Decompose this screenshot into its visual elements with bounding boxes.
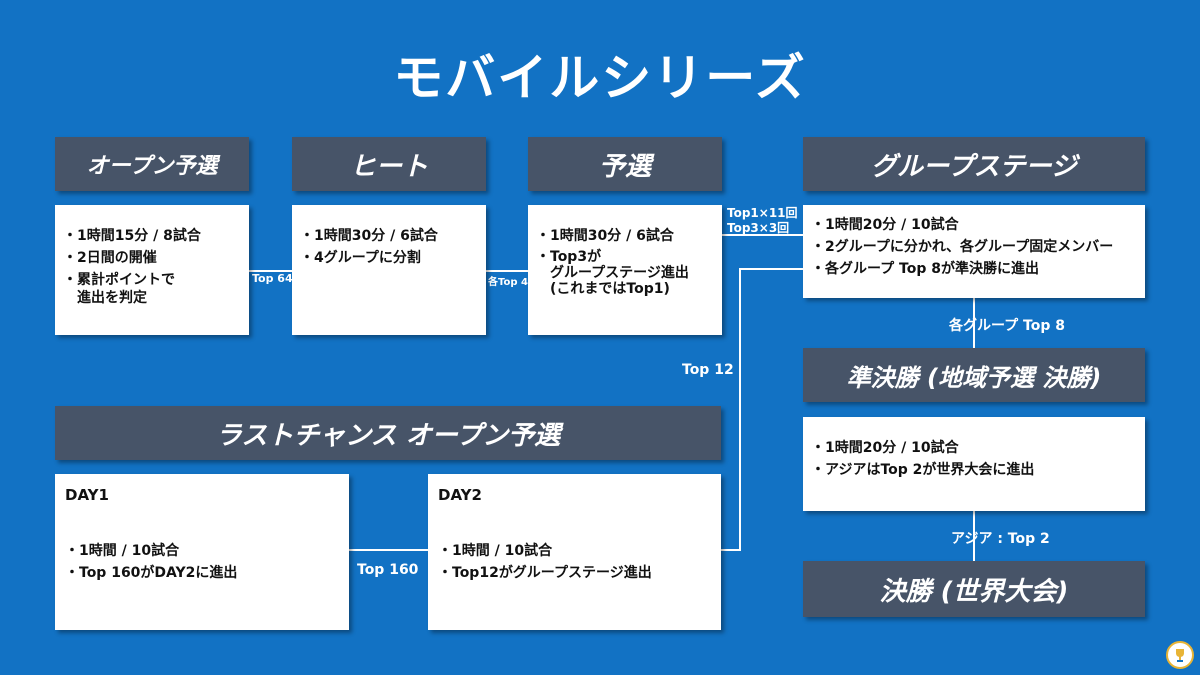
heat-box: 1時間30分 / 6試合 4グループに分割 (292, 205, 486, 335)
open-qualifier-header: オープン予選 (55, 137, 249, 191)
group-stage-box: 1時間20分 / 10試合 2グループに分かれ、各グループ固定メンバー 各グルー… (803, 205, 1145, 298)
semifinal-header: 準決勝 (地域予選 決勝) (803, 348, 1145, 402)
group-stage-item: 2グループに分かれ、各グループ固定メンバー (811, 238, 1137, 256)
open-qualifier-box: 1時間15分 / 8試合 2日間の開催 累計ポイントで 進出を判定 (55, 205, 249, 335)
final-title: 決勝 (世界大会) (879, 576, 1069, 607)
semifinal-item: アジアはTop 2が世界大会に進出 (811, 461, 1137, 479)
connector-semi-final (973, 511, 975, 561)
page-title: モバイルシリーズ (393, 49, 807, 107)
group-stage-header: グループステージ (803, 137, 1145, 191)
open-qualifier-item: 1時間15分 / 8試合 (63, 227, 241, 245)
qualifier-box: 1時間30分 / 6試合 Top3が グループステージ進出 (これまではTop1… (528, 205, 722, 335)
day2-title: DAY2 (438, 486, 482, 504)
semifinal-box: 1時間20分 / 10試合 アジアはTop 2が世界大会に進出 (803, 417, 1145, 511)
last-chance-title: ラストチャンス オープン予選 (215, 420, 561, 451)
group-stage-title: グループステージ (871, 151, 1077, 182)
label-group-top8: 各グループ Top 8 (949, 318, 1065, 334)
day1-item: 1時間 / 10試合 (65, 542, 339, 560)
semifinal-item: 1時間20分 / 10試合 (811, 439, 1137, 457)
group-stage-item: 1時間20分 / 10試合 (811, 216, 1137, 234)
qualifier-title: 予選 (598, 151, 651, 182)
label-top3x3: Top3×3回 (727, 221, 790, 235)
label-top160: Top 160 (357, 562, 419, 578)
open-qualifier-item: 累計ポイントで 進出を判定 (63, 271, 241, 307)
connector-day2-group-h2 (739, 268, 803, 270)
label-each-top4: 各Top 4 (488, 277, 528, 288)
trophy-emblem-icon (1166, 641, 1194, 669)
group-stage-item: 各グループ Top 8が準決勝に進出 (811, 260, 1137, 278)
open-qualifier-title: オープン予選 (86, 154, 218, 179)
label-asia-top2: アジア : Top 2 (951, 531, 1050, 547)
label-top12: Top 12 (682, 362, 734, 378)
label-top1x11: Top1×11回 (727, 206, 798, 220)
day1-title: DAY1 (65, 486, 109, 504)
heat-title: ヒート (349, 151, 428, 182)
connector-day1-day2 (349, 549, 428, 551)
heat-header: ヒート (292, 137, 486, 191)
day2-box: DAY2 1時間 / 10試合 Top12がグループステージ進出 (428, 474, 721, 630)
day2-item: Top12がグループステージ進出 (438, 564, 711, 582)
final-header: 決勝 (世界大会) (803, 561, 1145, 617)
label-top64: Top 64 (252, 272, 293, 285)
qualifier-item: Top3が グループステージ進出 (これまではTop1) (536, 249, 714, 297)
semifinal-title: 準決勝 (地域予選 決勝) (846, 363, 1102, 392)
connector-qualifier-group (722, 234, 803, 236)
heat-item: 1時間30分 / 6試合 (300, 227, 478, 245)
connector-day2-group-h1 (721, 549, 740, 551)
qualifier-header: 予選 (528, 137, 722, 191)
open-qualifier-item: 2日間の開催 (63, 249, 241, 267)
heat-item: 4グループに分割 (300, 249, 478, 267)
qualifier-item: 1時間30分 / 6試合 (536, 227, 714, 245)
day2-item: 1時間 / 10試合 (438, 542, 711, 560)
connector-open-heat (249, 270, 292, 272)
day1-item: Top 160がDAY2に進出 (65, 564, 339, 582)
day1-box: DAY1 1時間 / 10試合 Top 160がDAY2に進出 (55, 474, 349, 630)
last-chance-header: ラストチャンス オープン予選 (55, 406, 721, 460)
connector-group-semi (973, 298, 975, 348)
connector-day2-group-v (739, 268, 741, 551)
connector-heat-qualifier (486, 270, 528, 272)
